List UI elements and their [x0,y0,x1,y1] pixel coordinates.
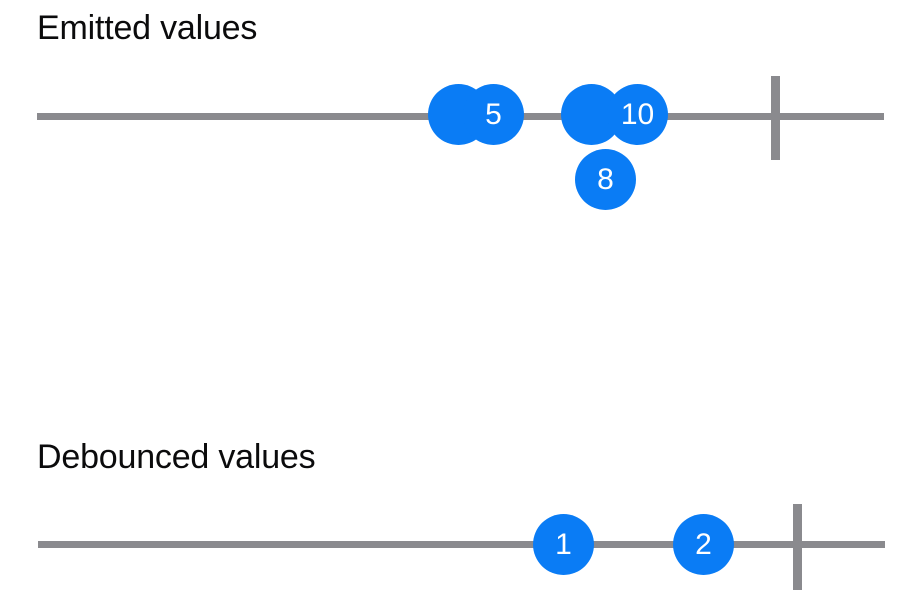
emitted-values-timeline: 5 10 8 [0,60,900,220]
marble-value-label: 2 [695,528,712,561]
debounced-complete-tick [793,504,802,590]
debounced-timeline-axis [38,541,885,548]
marble-value-label: 1 [555,528,572,561]
marble-circle [575,149,636,210]
emitted-complete-tick [771,76,780,160]
marble-circle [463,84,524,145]
marble-value-label: 8 [597,163,614,196]
marble-value-label: 5 [485,98,502,131]
marble-value-label: 10 [620,98,655,131]
debounced-values-title: Debounced values [37,438,316,476]
debounced-values-timeline: 1 2 [0,490,900,610]
emitted-values-title: Emitted values [37,9,258,47]
marble-circle [607,84,668,145]
marble-circle [673,514,734,575]
marble-circle [533,514,594,575]
